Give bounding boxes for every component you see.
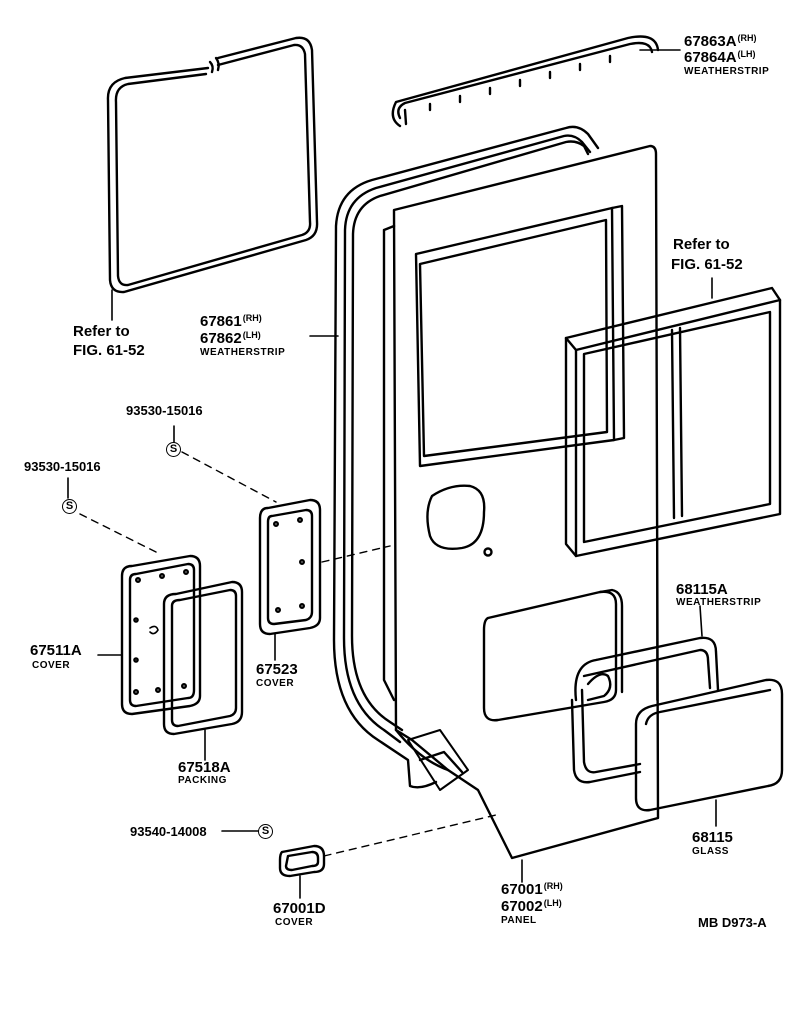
label-67518a-name: PACKING [178,775,227,786]
label-93530-b: 93530-15016 [24,459,101,474]
label-67511a: 67511A [30,642,82,659]
label-top-weatherstrip-name: WEATHERSTRIP [684,66,770,77]
cover-67001d-drawing [278,844,326,899]
label-67863a: 67863A(RH) [684,33,757,50]
label-93530-a: 93530-15016 [126,403,203,418]
label-67864a: 67864A(LH) [684,49,756,66]
label-68115: 68115 [692,829,733,846]
label-67001d-name: COVER [275,917,314,928]
packing-67518a-drawing [162,580,244,736]
label-68115a-name: WEATHERSTRIP [676,597,762,608]
glass-drawing [634,678,784,827]
cover-67523-drawing [258,498,322,636]
label-67511a-name: COVER [32,660,71,671]
label-67523-name: COVER [256,678,295,689]
door-panel-drawing [382,144,660,860]
label-refer-right-1: Refer to [673,236,730,253]
label-68115-name: GLASS [692,846,729,857]
window-weatherstrip-drawing [570,605,720,784]
label-67523: 67523 [256,661,298,678]
screw-93530-b-symbol: S [62,499,77,514]
label-67862: 67862(LH) [200,330,261,347]
label-68115a: 68115A [676,581,728,598]
screw-93530-a-symbol: S [166,442,181,457]
label-panel-name: PANEL [501,915,537,926]
right-window-glass-drawing [564,277,782,701]
label-refer-right-2: FIG. 61-52 [671,256,743,273]
label-door-weatherstrip-name: WEATHERSTRIP [200,347,286,358]
door-weatherstrip-drawing [332,125,600,789]
label-refer-left-2: FIG. 61-52 [73,342,145,359]
left-window-frame-drawing [106,36,319,294]
diagram-code: MB D973-A [698,915,767,930]
top-weatherstrip-drawing [391,35,660,128]
label-67518a: 67518A [178,759,231,776]
label-67001: 67001(RH) [501,881,563,898]
label-67001d: 67001D [273,900,326,917]
label-67861: 67861(RH) [200,313,262,330]
assembly-dashed-lines [79,451,501,857]
label-67002: 67002(LH) [501,898,562,915]
label-refer-left-1: Refer to [73,323,130,340]
label-93540: 93540-14008 [130,824,207,839]
cover-67511a-drawing [120,554,202,716]
leader-lines [67,49,681,883]
screw-93540-symbol: S [258,824,273,839]
